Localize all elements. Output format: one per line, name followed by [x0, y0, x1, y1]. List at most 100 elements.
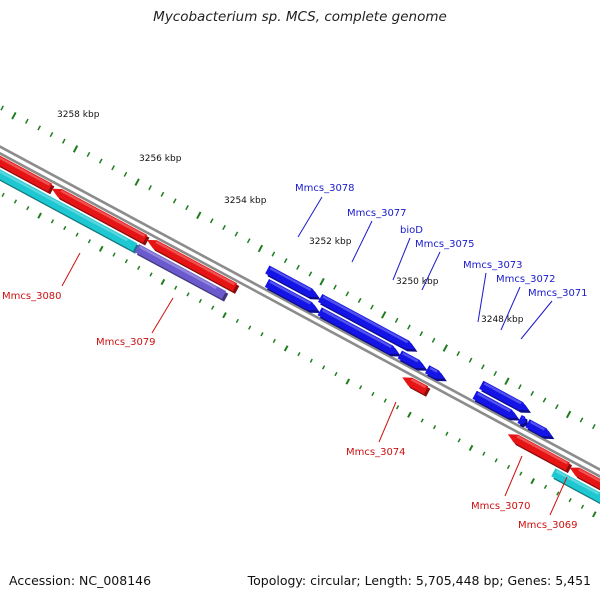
ruler-tick	[123, 171, 128, 177]
gene-arrow-Mmcs_3077	[317, 307, 402, 357]
ruler-tick	[283, 345, 289, 352]
ruler-tick	[235, 318, 239, 324]
ruler-tick	[24, 118, 29, 124]
leader-line	[297, 196, 323, 238]
gene-label-Mmcs_3071: Mmcs_3071	[528, 288, 588, 299]
ruler-tick	[271, 251, 276, 257]
ruler-tick	[468, 357, 473, 363]
rna-feature-cyan	[0, 169, 140, 254]
ruler-tick	[543, 484, 548, 489]
ruler-tick	[530, 478, 535, 485]
ruler-tick	[504, 377, 510, 386]
ruler-label: 3252 kbp	[309, 237, 352, 247]
ruler-tick	[75, 232, 79, 237]
ruler-tick	[0, 105, 5, 111]
ruler-tick	[319, 277, 325, 286]
ruler-tick	[149, 272, 153, 277]
ruler-tick	[555, 404, 559, 410]
accession-label: Accession: NC_008146	[9, 573, 152, 588]
ruler-tick	[112, 252, 116, 257]
ruler-tick	[457, 438, 461, 443]
gene-label-Mmcs_3073: Mmcs_3073	[463, 260, 523, 271]
ruler-tick	[542, 397, 547, 403]
ruler-tick	[494, 458, 498, 463]
ruler-tick	[345, 291, 350, 297]
ruler-tick	[98, 158, 103, 164]
ruler-tick	[381, 311, 387, 319]
ruler-tick	[481, 364, 485, 370]
ruler-tick	[370, 304, 374, 310]
ruler-tick	[579, 417, 584, 423]
ruler-tick	[518, 384, 522, 390]
ruler-tick	[592, 424, 596, 430]
leader-line	[500, 286, 521, 331]
ruler-tick	[420, 418, 424, 423]
ruler-tick	[345, 378, 351, 385]
misc-feature-purple	[134, 244, 229, 302]
gene-arrow-Mmcs_3074	[402, 377, 431, 397]
gene-arrow-Mmcs_3075	[397, 350, 428, 371]
ruler-tick	[456, 351, 461, 357]
ruler-tick	[592, 511, 597, 518]
gene-arrow-Mmcs_3078	[264, 279, 321, 313]
ruler-tick	[86, 151, 91, 158]
ruler-tick	[442, 344, 448, 352]
ruler-tick	[333, 284, 337, 290]
ruler-tick	[63, 225, 67, 231]
ruler-tick	[580, 504, 585, 509]
ruler-tick	[211, 305, 215, 310]
gene-labels: Mmcs_3078Mmcs_3077bioDMmcs_3075Mmcs_3073…	[2, 183, 588, 531]
gene-label-Mmcs_3069: Mmcs_3069	[518, 520, 578, 531]
gene-arrow-Mmcs_3072	[472, 390, 520, 421]
ruler-tick	[568, 498, 572, 503]
leader-line	[378, 401, 397, 443]
ruler-tick	[13, 199, 18, 204]
ruler-tick	[134, 178, 140, 186]
ruler-tick	[26, 205, 30, 211]
ruler-tick	[11, 111, 17, 120]
ruler-tick	[37, 212, 42, 219]
ruler-tick	[174, 285, 178, 290]
leader-line	[504, 455, 523, 497]
ruler-label: 3256 kbp	[139, 154, 182, 164]
topology-label: Topology: circular; Length: 5,705,448 bp…	[247, 573, 591, 588]
ruler-tick	[198, 298, 202, 304]
ruler-tick	[322, 365, 326, 370]
ruler-tick	[160, 278, 166, 286]
gene-arrow-Mmcs_3075b	[425, 365, 447, 382]
gene-label-Mmcs_3079: Mmcs_3079	[96, 337, 156, 348]
ruler-tick	[468, 444, 474, 452]
gene-label-Mmcs_3070: Mmcs_3070	[471, 501, 531, 512]
ruler-tick	[87, 239, 92, 244]
gene-label-Mmcs_3077: Mmcs_3077	[347, 208, 407, 219]
gene-label-Mmcs_3080: Mmcs_3080	[2, 291, 62, 302]
ruler-tick	[222, 224, 226, 231]
gene-features	[0, 155, 600, 505]
leader-line	[421, 251, 441, 291]
ruler-tick	[50, 219, 55, 224]
gene-label-bioD: bioD	[400, 225, 423, 236]
leader-line	[351, 220, 373, 263]
ruler-tick	[445, 431, 449, 436]
backbone-line	[0, 151, 600, 478]
ruler-tick	[98, 245, 104, 252]
ruler-tick	[148, 185, 152, 191]
ruler-tick	[530, 390, 535, 396]
ruler-tick	[246, 238, 251, 244]
gene-label-Mmcs_3072: Mmcs_3072	[496, 274, 556, 285]
gene-label-Mmcs_3074: Mmcs_3074	[346, 447, 406, 458]
ruler-tick	[358, 385, 363, 390]
ruler-tick	[296, 264, 300, 270]
ruler-tick	[565, 410, 572, 419]
gene-arrow-Mmcs_3078b	[265, 265, 321, 300]
ruler-tick	[111, 165, 115, 171]
ruler-tick	[61, 138, 66, 144]
gene-label-Mmcs_3075: Mmcs_3075	[415, 239, 475, 250]
ruler-tick	[431, 337, 436, 343]
ruler-label: 3254 kbp	[224, 196, 267, 206]
leader-line	[520, 300, 553, 340]
ruler-tick	[371, 391, 375, 397]
ruler-tick	[308, 271, 313, 277]
ruler-tick	[383, 398, 387, 403]
